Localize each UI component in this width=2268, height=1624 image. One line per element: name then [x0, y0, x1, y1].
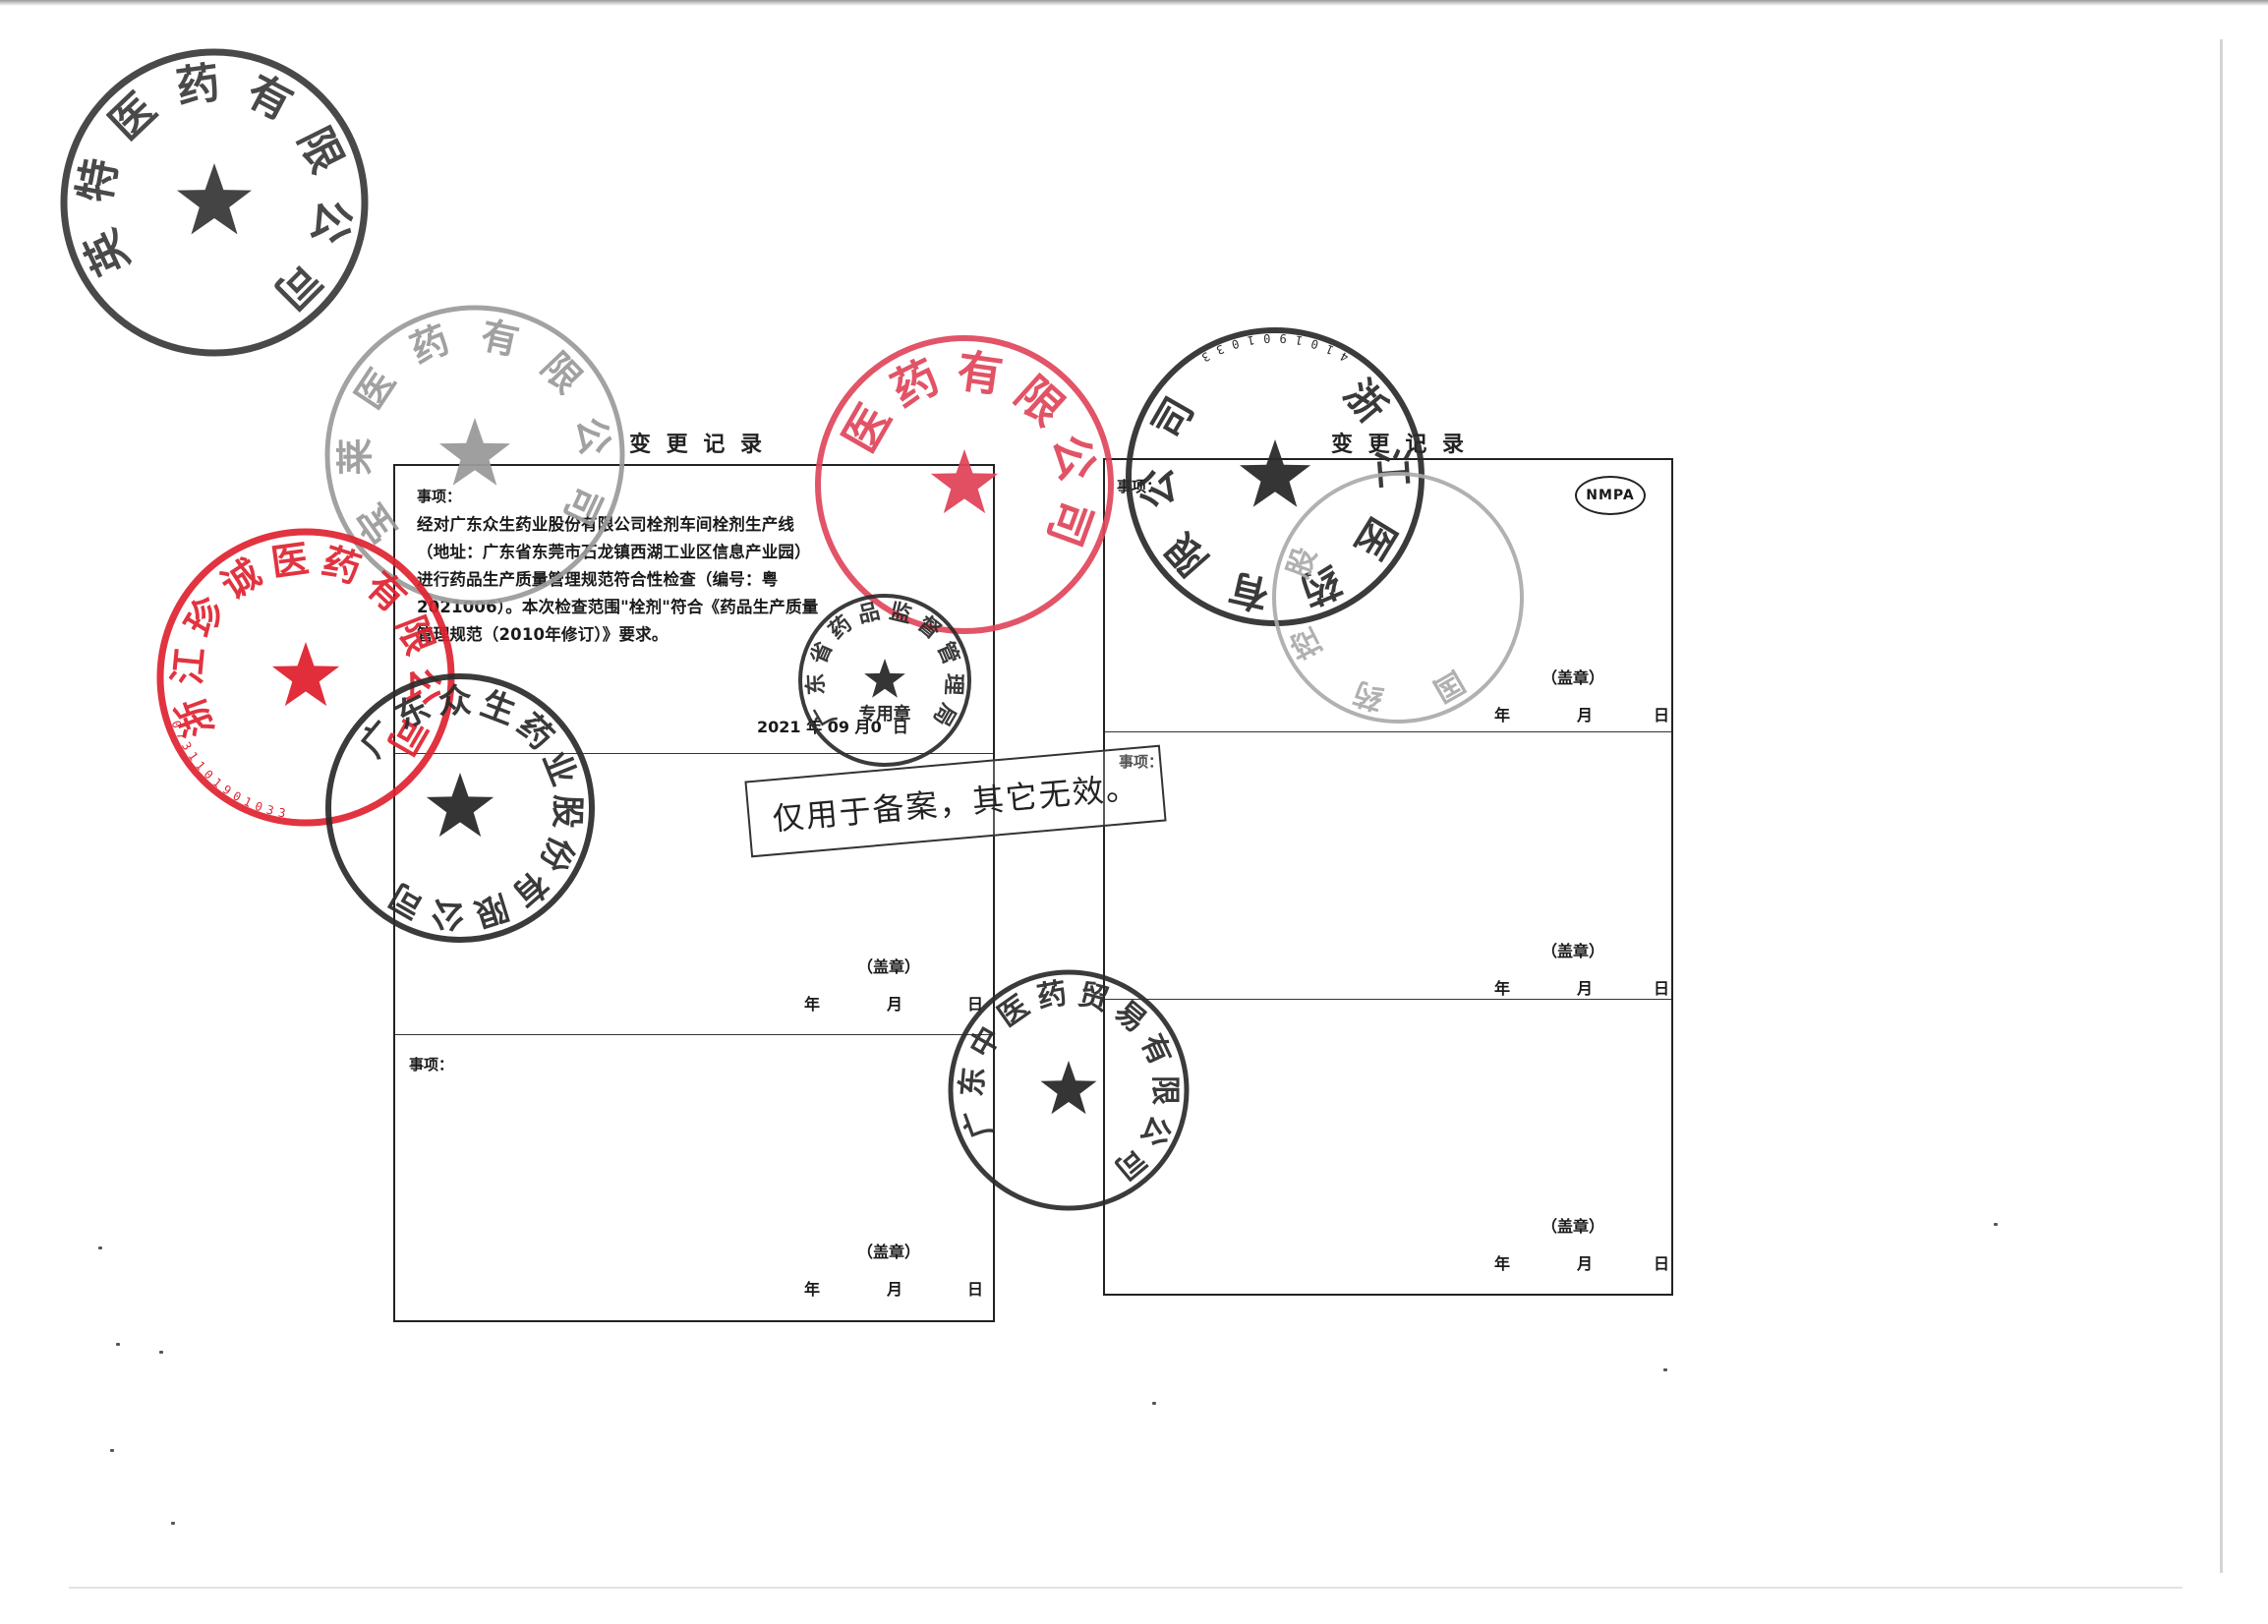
svg-text:贸: 贸: [1075, 977, 1112, 1018]
svg-text:药: 药: [173, 58, 223, 114]
scan-speck: [1994, 1223, 1998, 1226]
svg-text:0: 0: [1309, 336, 1320, 351]
scan-speck: [116, 1343, 120, 1346]
right-entry2-seal-label: （盖章）: [1541, 942, 1605, 960]
left-entry3-seal-label: （盖章）: [857, 1243, 921, 1261]
svg-text:有: 有: [477, 314, 522, 364]
seal-stamp-grey-left: 宝莱医药有限公司: [322, 303, 627, 608]
svg-text:药: 药: [404, 318, 455, 372]
left-entry1-line-4: 2021006）。本次检查范围"栓剂"符合《药品生产质量: [417, 598, 819, 616]
left-entry3-date: 年月日: [804, 1280, 984, 1299]
svg-text:9: 9: [1279, 331, 1287, 345]
svg-text:众: 众: [437, 681, 473, 723]
left-record-panel: 事项： 经对广东众生药业股份有限公司栓剂车间栓剂生产线 （地址：广东省东莞市石龙…: [393, 464, 995, 1322]
seal-stamp-grey-right: 国药控股: [1270, 470, 1526, 725]
svg-text:广: 广: [958, 1103, 1000, 1142]
svg-text:江: 江: [1367, 446, 1416, 489]
seal-stamp-red-center: 医药有限公司: [812, 332, 1117, 637]
svg-text:1: 1: [1295, 333, 1305, 348]
svg-text:0: 0: [1263, 331, 1271, 345]
svg-text:理: 理: [940, 672, 965, 695]
svg-text:莱: 莱: [333, 437, 377, 476]
svg-text:公: 公: [1042, 429, 1105, 486]
right-entry1-seal-label: （盖章）: [1541, 668, 1605, 687]
right-entry2-date: 年月日: [1494, 979, 1670, 998]
left-entry2-section: [395, 753, 993, 754]
right-entry2-section: [1105, 731, 1671, 732]
seal-stamp-fda: 广东省药品监督管理局专用章: [796, 592, 973, 769]
svg-text:公: 公: [1134, 467, 1184, 510]
right-entry3-section: [1105, 999, 1671, 1000]
left-entry1-label: 事项：: [417, 488, 462, 505]
right-entry1-date: 年月日: [1494, 706, 1670, 725]
right-entry3-seal-label: （盖章）: [1541, 1217, 1605, 1236]
svg-text:特: 特: [70, 154, 127, 206]
svg-text:专用章: 专用章: [859, 704, 911, 725]
svg-text:监: 监: [887, 599, 913, 628]
svg-text:3: 3: [277, 805, 287, 820]
svg-text:品: 品: [855, 600, 882, 628]
right-page-title: 变 更 记 录: [1331, 433, 1468, 457]
svg-text:药: 药: [1034, 976, 1070, 1015]
svg-text:1: 1: [1324, 342, 1336, 358]
nmpa-badge: NMPA: [1575, 476, 1646, 515]
svg-text:公: 公: [568, 414, 617, 458]
svg-text:医: 医: [268, 537, 312, 585]
svg-text:1: 1: [242, 794, 254, 810]
svg-text:股: 股: [547, 794, 587, 829]
seal-stamp-guangdong-zs: 广东众生药业股份有限公司: [322, 670, 598, 946]
right-entry3-date: 年月日: [1494, 1254, 1670, 1273]
left-entry2-date: 年月日: [804, 995, 984, 1014]
right-entry2-label: 事项：: [1119, 753, 1164, 771]
scan-right-edge: [2220, 39, 2223, 1573]
svg-text:东: 东: [802, 672, 829, 695]
scan-speck: [159, 1351, 163, 1354]
svg-text:公: 公: [430, 893, 467, 936]
scan-speck: [110, 1449, 114, 1452]
svg-text:0: 0: [253, 799, 264, 815]
left-entry1-line-3: 进行药品生产质量管理规范符合性检查（编号：粤: [417, 570, 779, 589]
svg-text:限: 限: [1147, 1075, 1182, 1105]
svg-text:限: 限: [470, 886, 513, 933]
seal-stamp-top-left: 英特医药有限公司: [57, 45, 372, 360]
svg-text:0: 0: [169, 719, 185, 730]
scan-speck: [1152, 1402, 1156, 1405]
scan-bottom-edge: [69, 1587, 2182, 1589]
svg-text:3: 3: [264, 803, 275, 818]
scan-speck: [171, 1522, 175, 1525]
scan-speck: [98, 1247, 102, 1249]
svg-text:0: 0: [1230, 336, 1241, 351]
svg-text:江: 江: [165, 645, 211, 686]
seal-stamp-trade: 广东中医药贸易有限公司: [946, 967, 1192, 1213]
left-page-title: 变 更 记 录: [629, 433, 766, 457]
svg-text:1: 1: [1247, 333, 1256, 348]
svg-text:东: 东: [955, 1066, 991, 1098]
left-entry3-section: [395, 1034, 993, 1035]
svg-text:有: 有: [1225, 564, 1273, 617]
left-entry1-line-5: 管理规范（2010年修订）》要求。: [417, 625, 669, 644]
scan-top-edge: [0, 0, 2268, 6]
left-entry3-label: 事项：: [409, 1056, 454, 1073]
svg-text:有: 有: [954, 344, 1006, 403]
svg-text:股: 股: [1281, 544, 1323, 583]
svg-text:生: 生: [476, 684, 521, 732]
svg-text:司: 司: [1037, 493, 1102, 553]
left-entry1-line-2: （地址：广东省东莞市石龙镇西湖工业区信息产业园）: [417, 543, 811, 561]
scan-speck: [1663, 1368, 1667, 1371]
svg-text:3: 3: [1214, 342, 1226, 358]
svg-text:司: 司: [555, 480, 611, 532]
svg-text:药: 药: [1350, 674, 1388, 716]
svg-text:药: 药: [318, 539, 367, 592]
left-entry2-seal-label: （盖章）: [857, 957, 921, 976]
svg-text:公: 公: [303, 197, 359, 248]
svg-text:限: 限: [388, 609, 442, 660]
right-record-panel: 事项： NMPA （盖章） 年月日 事项： （盖章） 年月日 （盖章） 年月日: [1103, 458, 1673, 1296]
svg-text:业: 业: [535, 745, 584, 790]
